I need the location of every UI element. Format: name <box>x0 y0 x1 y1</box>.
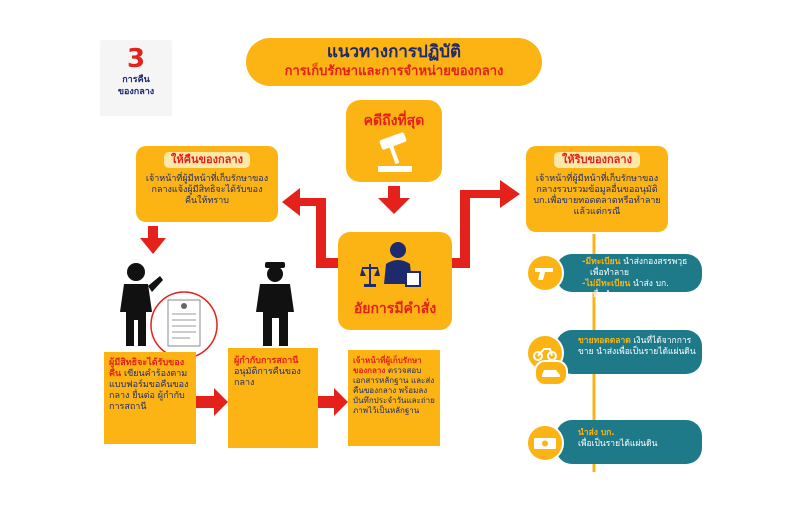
arrow-top-to-center <box>378 186 410 214</box>
page-title: แนวทางการปฏิบัติ <box>326 42 462 62</box>
arrow-left-down <box>140 226 166 254</box>
badge-line2: ของกลาง <box>117 87 155 97</box>
arrow-step2-to-step3 <box>318 388 348 416</box>
step1-box: ผู้มีสิทธิจะได้รับของคืน เขียนคำร้องตามแ… <box>104 352 196 444</box>
step2-text: อนุมัติการคืนของกลาง <box>234 367 301 388</box>
return-text: เจ้าหน้าที่ผู้มีหน้าที่เก็บรักษาของกลางแ… <box>145 174 269 206</box>
weapons-unregistered: -ไม่มีทะเบียน <box>582 279 631 289</box>
weapons-registered: -มีทะเบียน <box>582 257 621 267</box>
car-icon <box>534 360 568 386</box>
step1-highlight: ผู้มีสิทธิจะได้รับของคืน <box>109 358 185 379</box>
step1-text: เขียนคำร้องตามแบบฟอร์มขอคืนของกลาง ยื่นต… <box>109 369 189 412</box>
auction-pill: ขายทอดตลาด เงินที่ได้จากการขาย นำส่งเพื่… <box>556 330 702 374</box>
prosecutor-label: อัยการมีคำสั่ง <box>353 301 437 317</box>
confiscate-text: เจ้าหน้าที่ผู้มีหน้าที่เก็บรักษาของกลางร… <box>533 174 661 217</box>
document-icon <box>150 291 218 359</box>
arrow-center-to-right <box>460 180 520 268</box>
gavel-icon <box>378 132 412 172</box>
weapons-pill: -มีทะเบียน นำส่งกองสรรพวุธ เพื่อทำลาย -ไ… <box>556 254 702 300</box>
final-case-label: คดีถึงที่สุด <box>363 113 425 129</box>
auction-text: เงินที่ได้จากการขาย นำส่งเพื่อเป็นรายได้… <box>578 336 696 357</box>
person-icon <box>120 263 163 346</box>
prosecutor-box: อัยการมีคำสั่ง <box>338 232 452 330</box>
step3-box: เจ้าหน้าที่ผู้เก็บรักษาของกลาง ตรวจสอบเอ… <box>348 350 440 446</box>
step3-highlight: เจ้าหน้าที่ผู้เก็บรักษาของกลาง <box>353 356 422 375</box>
arrow-step1-to-step2 <box>196 388 228 416</box>
confiscate-label: ให้ริบของกลาง <box>554 152 640 168</box>
return-box: ให้คืนของกลาง เจ้าหน้าที่ผู้มีหน้าที่เก็… <box>136 146 278 222</box>
judge-icon <box>360 242 421 287</box>
revenue-text: เพื่อเป็นรายได้แผ่นดิน <box>578 439 658 449</box>
page-subtitle: การเก็บรักษาและการจำหน่ายของกลาง <box>284 64 504 79</box>
money-icon <box>526 424 564 462</box>
scales-icon <box>360 264 380 287</box>
step3-text: ตรวจสอบเอกสารหลักฐาน และส่งคืนของกลาง พร… <box>353 366 435 415</box>
return-label: ให้คืนของกลาง <box>164 152 250 168</box>
revenue-pill: นำส่ง บก. เพื่อเป็นรายได้แผ่นดิน <box>556 420 702 464</box>
arrow-center-to-left <box>282 188 326 268</box>
confiscate-box: ให้ริบของกลาง เจ้าหน้าที่ผู้มีหน้าที่เก็… <box>526 146 668 232</box>
auction-highlight: ขายทอดตลาด <box>578 336 631 346</box>
step2-highlight: ผู้กำกับการสถานี <box>234 356 299 366</box>
badge-line1: การคืน <box>122 75 150 85</box>
gun-icon <box>526 254 564 292</box>
revenue-highlight: นำส่ง บก. <box>578 428 615 438</box>
topic-badge: 3 การคืน ของกลาง <box>100 40 172 116</box>
header-banner: แนวทางการปฏิบัติ การเก็บรักษาและการจำหน่… <box>246 38 542 86</box>
badge-number: 3 <box>126 44 146 74</box>
final-case-box: คดีถึงที่สุด <box>346 100 442 182</box>
police-icon <box>256 262 294 346</box>
step2-box: ผู้กำกับการสถานี อนุมัติการคืนของกลาง <box>228 348 318 448</box>
